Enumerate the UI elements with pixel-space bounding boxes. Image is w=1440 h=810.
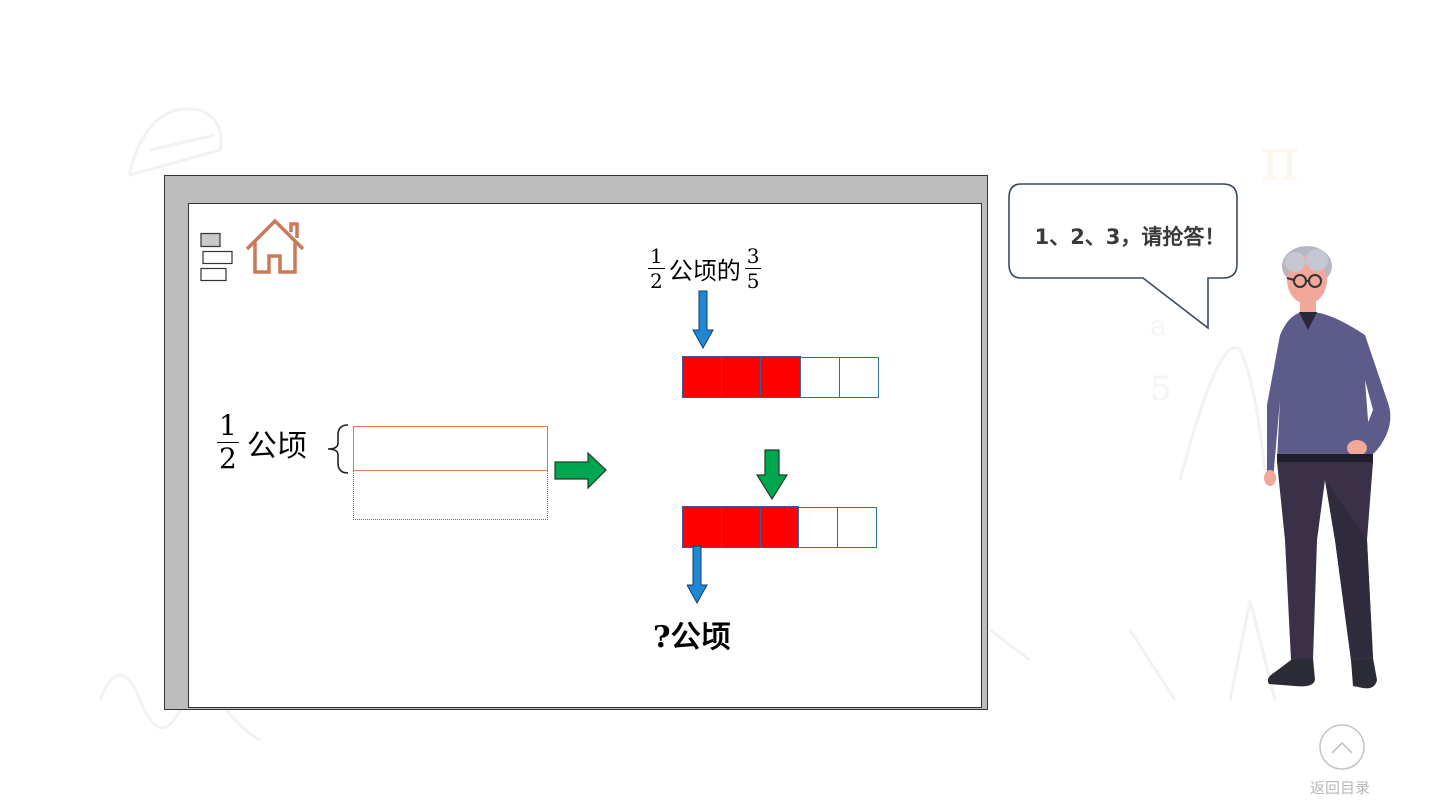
top-label: 1 2 公顷的 3 5 [648, 244, 762, 293]
left-fraction: 1 2 [217, 412, 239, 473]
blue-arrow-down-icon-2 [687, 545, 708, 605]
left-label: 1 2 公顷 [217, 412, 307, 473]
empty-cell [798, 507, 839, 548]
empty-cell [838, 357, 879, 398]
speech-bubble [1008, 183, 1238, 330]
filled-cell [682, 356, 723, 398]
left-label-text: 公顷 [246, 428, 307, 464]
filled-cell [720, 506, 761, 548]
top-fraction-denominator: 2 [648, 268, 665, 293]
svg-text:5: 5 [1150, 369, 1172, 409]
filled-cell [682, 506, 722, 548]
bottom-fraction-bar [682, 506, 877, 548]
svg-text:π: π [1260, 125, 1299, 195]
green-arrow-down-icon [756, 449, 788, 501]
top-fraction-bar [682, 356, 879, 398]
board-content [188, 203, 982, 708]
left-fraction-denominator: 2 [217, 442, 239, 475]
filled-cell [760, 356, 801, 398]
menu-icon[interactable] [200, 232, 236, 284]
top-fraction-2: 3 5 [744, 244, 762, 293]
blue-arrow-down-icon [692, 290, 714, 350]
return-toc-button[interactable]: 返回目录 [1310, 779, 1371, 797]
filled-cell [759, 506, 800, 548]
green-arrow-right-icon [554, 451, 607, 490]
top-fraction-2-denominator: 5 [744, 268, 762, 293]
chevron-up-icon[interactable] [1318, 723, 1366, 771]
bubble-text: 1、2、3，请抢答！ [1034, 225, 1226, 249]
top-fraction-numerator: 1 [650, 244, 663, 268]
top-label-text: 公顷的 [668, 257, 741, 285]
brace-icon [327, 424, 349, 474]
teacher-illustration [1264, 246, 1391, 689]
left-fraction-numerator: 1 [219, 409, 237, 442]
other-half-rect [353, 471, 548, 520]
empty-cell [837, 507, 877, 548]
filled-cell [721, 356, 762, 398]
question-label: ?公顷 [653, 620, 731, 655]
home-icon[interactable] [243, 216, 309, 276]
top-fraction-2-numerator: 3 [746, 244, 760, 268]
top-fraction: 1 2 [648, 246, 665, 291]
half-hectare-rect [353, 426, 548, 471]
empty-cell [799, 357, 840, 398]
